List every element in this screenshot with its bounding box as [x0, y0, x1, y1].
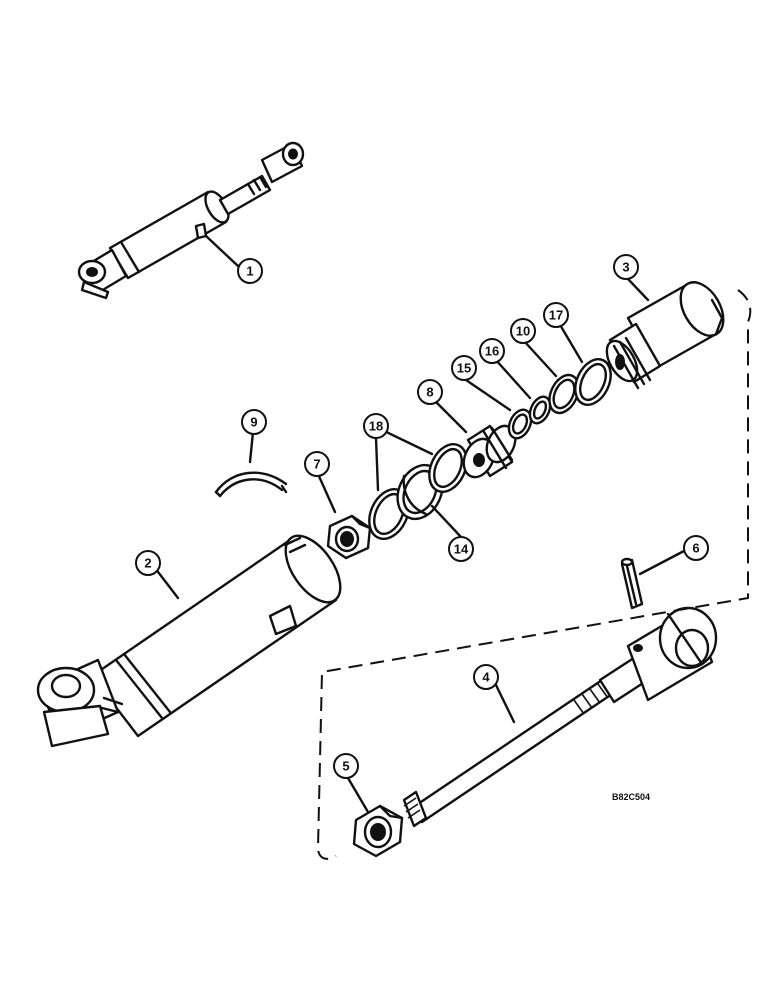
- callout-14: 14: [448, 536, 474, 562]
- callout-1-label: 1: [246, 264, 253, 279]
- callout-15: 15: [451, 355, 477, 381]
- callout-4-label: 4: [482, 670, 490, 685]
- gland-head-part-3: [605, 281, 725, 390]
- roll-pin-part-6: [620, 557, 644, 610]
- callout-10: 10: [510, 318, 536, 344]
- callout-9: 9: [241, 409, 267, 435]
- seal-ring-part-18-b: [428, 443, 468, 493]
- callout-4: 4: [473, 664, 499, 690]
- callout-8-label: 8: [426, 385, 433, 400]
- callout-5-label: 5: [342, 759, 349, 774]
- callout-5: 5: [333, 753, 359, 779]
- callout-3: 3: [613, 254, 639, 280]
- callout-14-label: 14: [454, 542, 469, 557]
- backup-ring-part-16: [528, 395, 552, 425]
- nut-part-7: [326, 514, 372, 560]
- o-ring-part-15: [507, 408, 533, 440]
- callout-3-label: 3: [622, 260, 629, 275]
- callout-7: 7: [304, 451, 330, 477]
- callout-18-label: 18: [369, 419, 383, 434]
- callout-2: 2: [135, 550, 161, 576]
- o-ring-part-10: [548, 373, 580, 415]
- callout-6-label: 6: [692, 541, 699, 556]
- drawing-code: B82C504: [612, 792, 650, 802]
- callout-17: 17: [543, 302, 569, 328]
- callout-18: 18: [363, 413, 389, 439]
- callout-16: 16: [479, 338, 505, 364]
- assembled-cylinder-part-1: [77, 141, 305, 300]
- nut-part-5: [352, 804, 404, 858]
- callout-17-label: 17: [549, 308, 563, 323]
- callout-16-label: 16: [485, 344, 499, 359]
- callout-7-label: 7: [313, 457, 320, 472]
- callout-10-label: 10: [516, 324, 530, 339]
- callout-8: 8: [417, 379, 443, 405]
- snap-ring-part-9: [214, 471, 288, 498]
- piston-rod-part-4: [402, 606, 718, 828]
- o-ring-part-17: [574, 358, 612, 406]
- leader-lines: [153, 234, 686, 814]
- callout-9-label: 9: [250, 415, 257, 430]
- callout-15-label: 15: [457, 361, 471, 376]
- assembly-dashed-boundary: [316, 289, 752, 860]
- piston-part-8: [462, 424, 517, 479]
- callout-2-label: 2: [144, 556, 151, 571]
- cylinder-barrel-part-2: [36, 534, 342, 748]
- callout-6: 6: [683, 535, 709, 561]
- callout-1: 1: [237, 258, 263, 284]
